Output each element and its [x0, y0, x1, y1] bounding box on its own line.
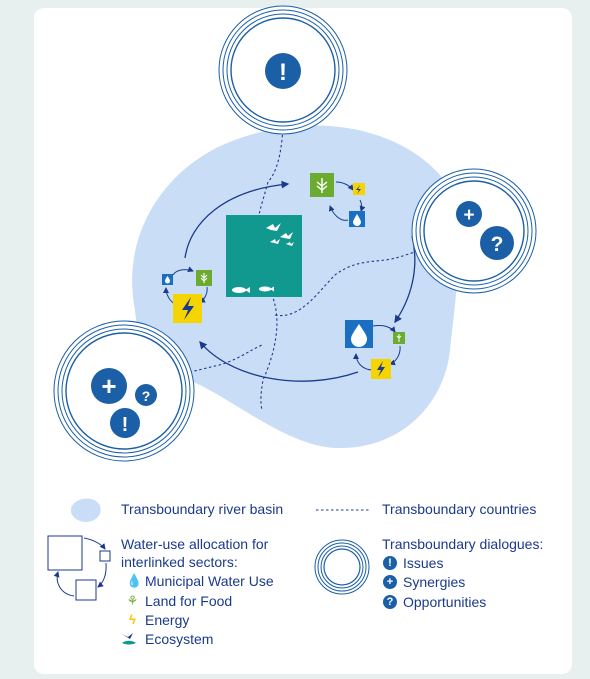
ecosystem-icon [122, 633, 136, 645]
sector-cluster-west [162, 270, 212, 323]
dialogue-right [411, 168, 537, 294]
lightning-icon: ϟ [129, 612, 136, 627]
legend-municipal-label: Municipal Water Use [145, 573, 274, 589]
legend-dialogues-title: Transboundary dialogues: [382, 536, 544, 552]
legend-countries-label: Transboundary countries [382, 501, 537, 517]
legend-issues-label: Issues [403, 555, 444, 571]
legend-basin-label: Transboundary river basin [121, 501, 284, 517]
exclamation-icon: ! [383, 556, 397, 570]
issue-symbol-left: ! [122, 414, 129, 436]
energy-icon-large [173, 294, 202, 323]
sector-cluster-north [310, 173, 365, 227]
issue-symbol-top: ! [279, 59, 287, 86]
legend-energy-label: Energy [145, 612, 190, 628]
legend-basin-swatch [70, 498, 101, 522]
opportunity-symbol-right: ? [491, 233, 504, 256]
synergy-icon-left [91, 368, 127, 404]
legend-ecosystem-item: Ecosystem [121, 631, 213, 647]
opportunity-symbol-left: ? [142, 388, 151, 404]
legend-opportunities-label: Opportunities [403, 594, 487, 610]
energy-icon-medium [371, 359, 391, 379]
water-drop-icon: 💧 [126, 573, 143, 588]
opportunity-icon-right [480, 226, 514, 260]
opportunity-icon-left [135, 384, 157, 406]
synergy-icon-right [456, 201, 482, 227]
legend-municipal-item: 💧 Municipal Water Use [126, 573, 274, 589]
legend-allocation-diagram [47, 535, 111, 601]
legend-dialogue-circles [314, 539, 370, 595]
synergy-symbol-right: + [463, 205, 474, 226]
wheat-icon: ⚘ [126, 593, 139, 608]
legend-issues-item: ! Issues [383, 555, 443, 571]
legend-food-label: Land for Food [145, 593, 233, 609]
municipal-water-icon-small [349, 211, 365, 227]
energy-icon-small [353, 183, 365, 195]
issue-icon-left [110, 408, 140, 438]
food-icon-tiny [393, 332, 405, 344]
legend-energy-item: ϟ Energy [126, 612, 189, 628]
legend-synergies-item: + Synergies [383, 574, 465, 590]
ecosystem-panel [226, 215, 302, 297]
synergy-symbol-left: + [101, 371, 116, 401]
legend-ecosystem-label: Ecosystem [145, 631, 214, 647]
legend-allocation-title-1: Water-use allocation for [121, 536, 269, 552]
municipal-water-icon-tiny [162, 274, 173, 285]
legend-opportunities-item: ? Opportunities [383, 594, 486, 610]
legend-allocation-title-2: interlinked sectors: [121, 554, 238, 570]
issue-icon-top [265, 53, 301, 89]
legend-synergies-label: Synergies [403, 574, 466, 590]
plus-icon: + [383, 575, 397, 589]
food-icon-small [196, 270, 212, 286]
municipal-water-icon-large [345, 320, 373, 348]
food-icon-large [310, 173, 334, 197]
sector-cluster-southeast [345, 320, 405, 379]
legend-food-item: ⚘ Land for Food [126, 593, 233, 609]
question-icon: ? [383, 595, 397, 609]
